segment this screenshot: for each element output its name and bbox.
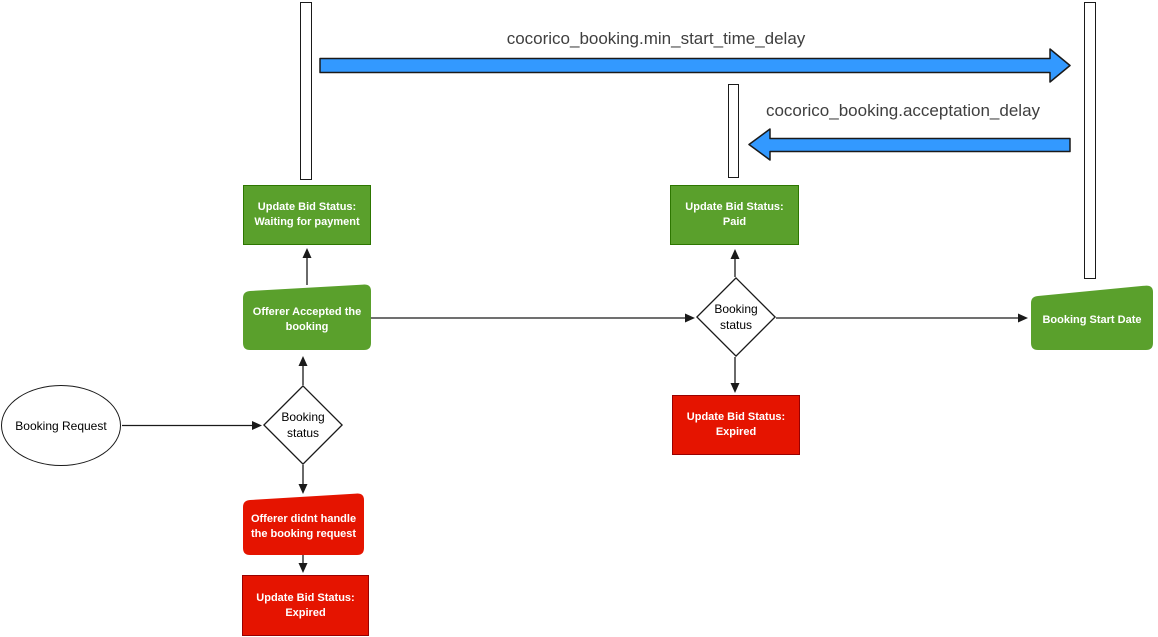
min-start-time-delay-arrow	[319, 48, 1071, 83]
node-label-line: Booking	[281, 410, 325, 424]
arrowhead	[685, 313, 695, 323]
node-label-line: Update Bid Status:	[257, 201, 357, 213]
arrowhead	[252, 421, 262, 430]
node-offerer-didnt-handle: Offerer didnt handle the booking request	[243, 493, 364, 555]
node-label-line: status	[286, 426, 319, 440]
node-label-line: Paid	[722, 216, 747, 228]
node-label-line: Booking Request	[15, 418, 107, 433]
node-label-line: Update Bid Status:	[256, 591, 355, 604]
node-label-line: Expired	[715, 426, 757, 438]
card-shape	[1031, 285, 1153, 350]
node-update-bid-expired-mid: Update Bid Status: Expired	[672, 395, 800, 455]
node-label-line: booking	[285, 321, 329, 333]
node-update-bid-paid: Update Bid Status: Paid	[670, 185, 799, 245]
node-label-line: status	[719, 318, 752, 332]
arrowhead	[730, 383, 740, 393]
node-offerer-accepted: Offerer Accepted the booking	[243, 284, 371, 350]
diamond-shape	[263, 385, 343, 465]
decision-booking-status-mid: Booking status	[696, 277, 776, 357]
node-booking-start-date: Booking Start Date	[1031, 285, 1153, 350]
arrowhead	[302, 248, 312, 258]
node-update-bid-waiting: Update Bid Status: Waiting for payment	[243, 185, 371, 245]
decision-booking-status-left: Booking status	[263, 385, 343, 465]
node-label-line: Booking Start Date	[1042, 314, 1142, 326]
card-shape	[243, 284, 371, 350]
node-label-line: Waiting for payment	[254, 216, 360, 228]
node-label-line: Booking	[714, 302, 758, 316]
timeline-bar-middle	[728, 84, 739, 178]
node-label-line: the booking request	[250, 528, 357, 540]
arrowhead	[298, 356, 308, 366]
arrowhead	[1018, 313, 1028, 323]
node-label-line: Update Bid Status:	[685, 201, 784, 213]
node-label-line: Update Bid Status:	[686, 411, 786, 423]
node-booking-request: Booking Request	[1, 385, 121, 466]
arrowhead	[730, 249, 740, 259]
node-label-line: Expired	[285, 606, 326, 619]
card-shape	[243, 493, 364, 555]
node-update-bid-expired-bottom: Update Bid Status: Expired	[242, 575, 369, 636]
label-acceptation-delay: cocorico_booking.acceptation_delay	[765, 101, 1041, 120]
timeline-bar-left	[300, 2, 312, 180]
arrowhead	[298, 563, 308, 573]
timeline-bar-right	[1084, 2, 1096, 279]
label-min-start-time-delay: cocorico_booking.min_start_time_delay	[506, 29, 806, 48]
node-label-line: Offerer Accepted the	[252, 306, 362, 318]
diamond-shape	[696, 277, 776, 357]
acceptation-delay-arrow	[748, 128, 1071, 161]
node-label-line: Offerer didnt handle	[250, 513, 357, 525]
